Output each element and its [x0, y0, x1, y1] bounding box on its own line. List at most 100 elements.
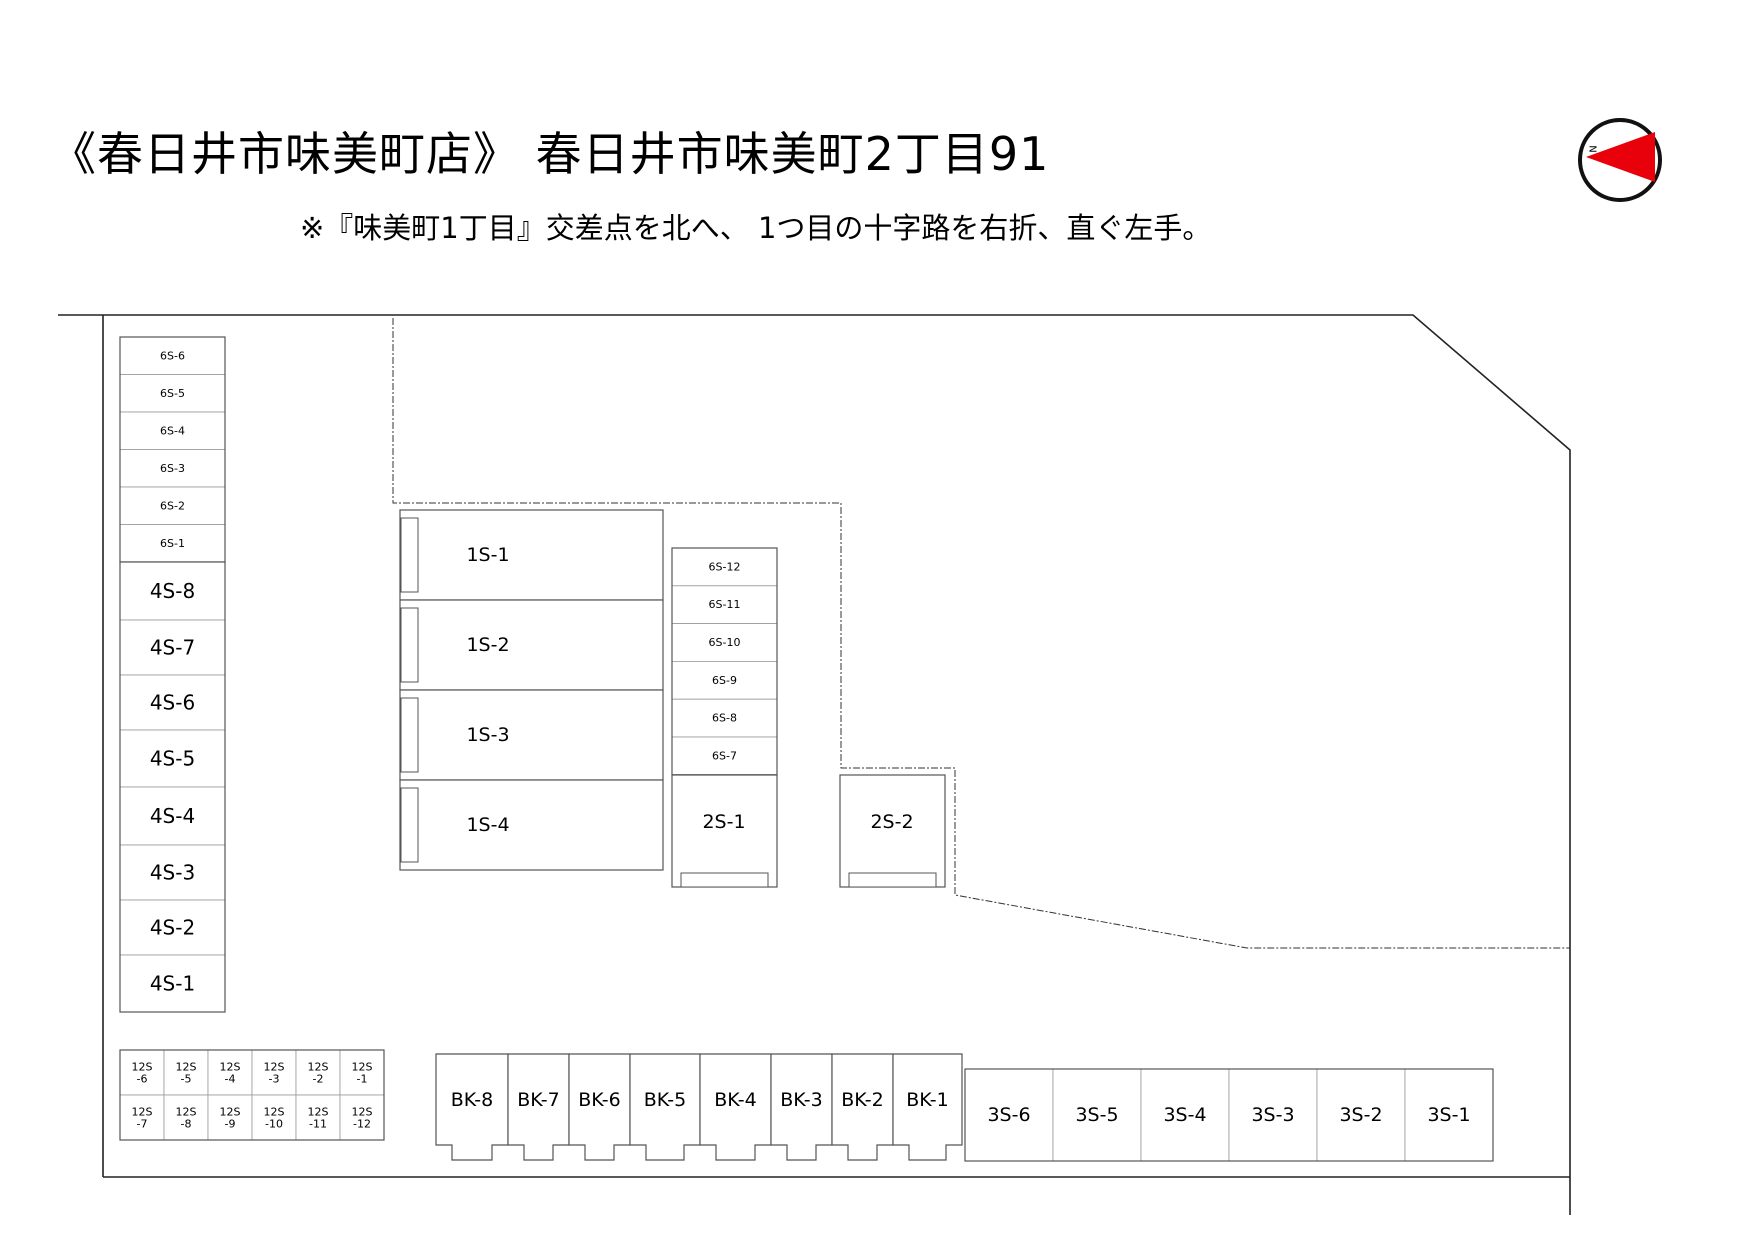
storage-unit-3s-1-label: 3S-1 — [1427, 1104, 1470, 1126]
storage-unit-4s-3: 4S-3 — [119, 844, 226, 901]
door-icon — [848, 872, 937, 888]
storage-unit-12s-top-4-label: 12S-3 — [264, 1060, 285, 1085]
storage-unit-12s-bottom-5-label: 12S-11 — [308, 1105, 329, 1130]
storage-unit-4s-6: 4S-6 — [119, 674, 226, 731]
door-icon — [680, 872, 769, 888]
storage-unit-3s-3-label: 3S-3 — [1251, 1104, 1294, 1126]
storage-unit-1s-4: 1S-4 — [399, 779, 664, 871]
storage-unit-4s-4-label: 4S-4 — [150, 804, 195, 828]
page-title: 《春日井市味美町店》 春日井市味美町2丁目91 — [50, 127, 1050, 181]
storage-unit-3s-4-label: 3S-4 — [1163, 1104, 1206, 1126]
door-icon — [400, 607, 419, 683]
storage-unit-6s-12-label: 6S-12 — [709, 560, 741, 573]
storage-unit-1s-1-label: 1S-1 — [466, 544, 509, 566]
storage-unit-bk-5-label: BK-5 — [644, 1089, 686, 1111]
storage-unit-bk-7-label: BK-7 — [517, 1089, 559, 1111]
storage-unit-3s-3: 3S-3 — [1228, 1068, 1318, 1162]
storage-unit-bk-6-label: BK-6 — [578, 1089, 620, 1111]
storage-unit-bk-8: BK-8 — [435, 1053, 509, 1161]
storage-unit-6s-12: 6S-12 — [671, 547, 778, 587]
storage-unit-12s-top-6: 12S-1 — [339, 1049, 385, 1096]
storage-unit-6s-7-label: 6S-7 — [712, 749, 737, 762]
storage-unit-6s-3-label: 6S-3 — [160, 462, 185, 475]
storage-unit-3s-1: 3S-1 — [1404, 1068, 1494, 1162]
storage-unit-3s-2: 3S-2 — [1316, 1068, 1406, 1162]
storage-unit-12s-top-4: 12S-3 — [251, 1049, 297, 1096]
storage-unit-6s-6: 6S-6 — [119, 336, 226, 375]
storage-unit-12s-bottom-2: 12S-8 — [163, 1094, 209, 1141]
storage-unit-6s-1-label: 6S-1 — [160, 537, 185, 550]
storage-unit-12s-bottom-1: 12S-7 — [119, 1094, 165, 1141]
storage-unit-bk-4: BK-4 — [699, 1053, 772, 1161]
storage-unit-3s-2-label: 3S-2 — [1339, 1104, 1382, 1126]
storage-unit-3s-6-label: 3S-6 — [987, 1104, 1030, 1126]
storage-unit-bk-1-label: BK-1 — [906, 1089, 948, 1111]
storage-unit-4s-7: 4S-7 — [119, 619, 226, 676]
storage-unit-12s-top-3-label: 12S-4 — [220, 1060, 241, 1085]
north-label: N — [1587, 145, 1598, 152]
door-icon — [400, 517, 419, 593]
storage-unit-1s-4-label: 1S-4 — [466, 814, 509, 836]
door-icon — [400, 697, 419, 773]
storage-unit-bk-2: BK-2 — [831, 1053, 894, 1161]
storage-unit-4s-8-label: 4S-8 — [150, 579, 195, 603]
storage-unit-4s-7-label: 4S-7 — [150, 636, 195, 660]
storage-unit-1s-2: 1S-2 — [399, 599, 664, 691]
storage-unit-12s-bottom-5: 12S-11 — [295, 1094, 341, 1141]
storage-unit-3s-4: 3S-4 — [1140, 1068, 1230, 1162]
storage-unit-4s-8: 4S-8 — [119, 561, 226, 621]
storage-unit-12s-top-5: 12S-2 — [295, 1049, 341, 1096]
storage-unit-1s-3: 1S-3 — [399, 689, 664, 781]
storage-unit-6s-1: 6S-1 — [119, 524, 226, 563]
storage-unit-12s-top-3: 12S-4 — [207, 1049, 253, 1096]
storage-unit-12s-top-2: 12S-5 — [163, 1049, 209, 1096]
storage-unit-6s-2: 6S-2 — [119, 486, 226, 525]
storage-unit-2s-2-label: 2S-2 — [870, 811, 913, 833]
storage-unit-6s-4-label: 6S-4 — [160, 424, 185, 437]
storage-unit-bk-3: BK-3 — [770, 1053, 833, 1161]
storage-unit-6s-8: 6S-8 — [671, 698, 778, 738]
storage-unit-bk-1: BK-1 — [892, 1053, 963, 1161]
storage-unit-6s-2-label: 6S-2 — [160, 499, 185, 512]
compass-icon: N — [1578, 118, 1662, 202]
storage-unit-2s-1: 2S-1 — [671, 774, 778, 888]
storage-unit-4s-5: 4S-5 — [119, 729, 226, 788]
storage-unit-12s-bottom-4: 12S-10 — [251, 1094, 297, 1141]
site-boundary — [58, 314, 1571, 1215]
storage-unit-2s-2: 2S-2 — [839, 774, 946, 888]
storage-unit-6s-10: 6S-10 — [671, 623, 778, 662]
storage-unit-3s-6: 3S-6 — [964, 1068, 1054, 1162]
storage-unit-bk-7: BK-7 — [507, 1053, 570, 1161]
storage-unit-1s-1: 1S-1 — [399, 509, 664, 601]
storage-unit-12s-bottom-6-label: 12S-12 — [352, 1105, 373, 1130]
storage-unit-4s-2-label: 4S-2 — [150, 916, 195, 940]
storage-unit-bk-8-label: BK-8 — [451, 1089, 493, 1111]
storage-unit-12s-bottom-3: 12S-9 — [207, 1094, 253, 1141]
storage-unit-3s-5: 3S-5 — [1052, 1068, 1142, 1162]
door-icon — [400, 787, 419, 863]
storage-unit-6s-5-label: 6S-5 — [160, 387, 185, 400]
storage-unit-12s-top-6-label: 12S-1 — [352, 1060, 373, 1085]
storage-unit-6s-8-label: 6S-8 — [712, 712, 737, 725]
storage-unit-4s-6-label: 4S-6 — [150, 691, 195, 715]
storage-unit-bk-5: BK-5 — [629, 1053, 701, 1161]
lot-line-dashed — [392, 318, 1570, 949]
storage-unit-6s-10-label: 6S-10 — [709, 636, 741, 649]
storage-unit-3s-5-label: 3S-5 — [1075, 1104, 1118, 1126]
storage-unit-1s-3-label: 1S-3 — [466, 724, 509, 746]
storage-unit-6s-3: 6S-3 — [119, 449, 226, 488]
storage-unit-4s-1: 4S-1 — [119, 954, 226, 1013]
directions-note: ※『味美町1丁目』交差点を北へ、 1つ目の十字路を右折、直ぐ左手。 — [300, 211, 1212, 245]
storage-unit-12s-bottom-3-label: 12S-9 — [220, 1105, 241, 1130]
storage-unit-bk-6: BK-6 — [568, 1053, 631, 1161]
storage-unit-12s-top-1: 12S-6 — [119, 1049, 165, 1096]
storage-unit-bk-4-label: BK-4 — [714, 1089, 756, 1111]
storage-unit-4s-2: 4S-2 — [119, 899, 226, 956]
storage-unit-6s-11: 6S-11 — [671, 585, 778, 624]
storage-unit-4s-4: 4S-4 — [119, 786, 226, 846]
storage-unit-12s-top-2-label: 12S-5 — [176, 1060, 197, 1085]
storage-unit-4s-1-label: 4S-1 — [150, 972, 195, 996]
storage-unit-bk-2-label: BK-2 — [841, 1089, 883, 1111]
storage-unit-6s-5: 6S-5 — [119, 374, 226, 413]
